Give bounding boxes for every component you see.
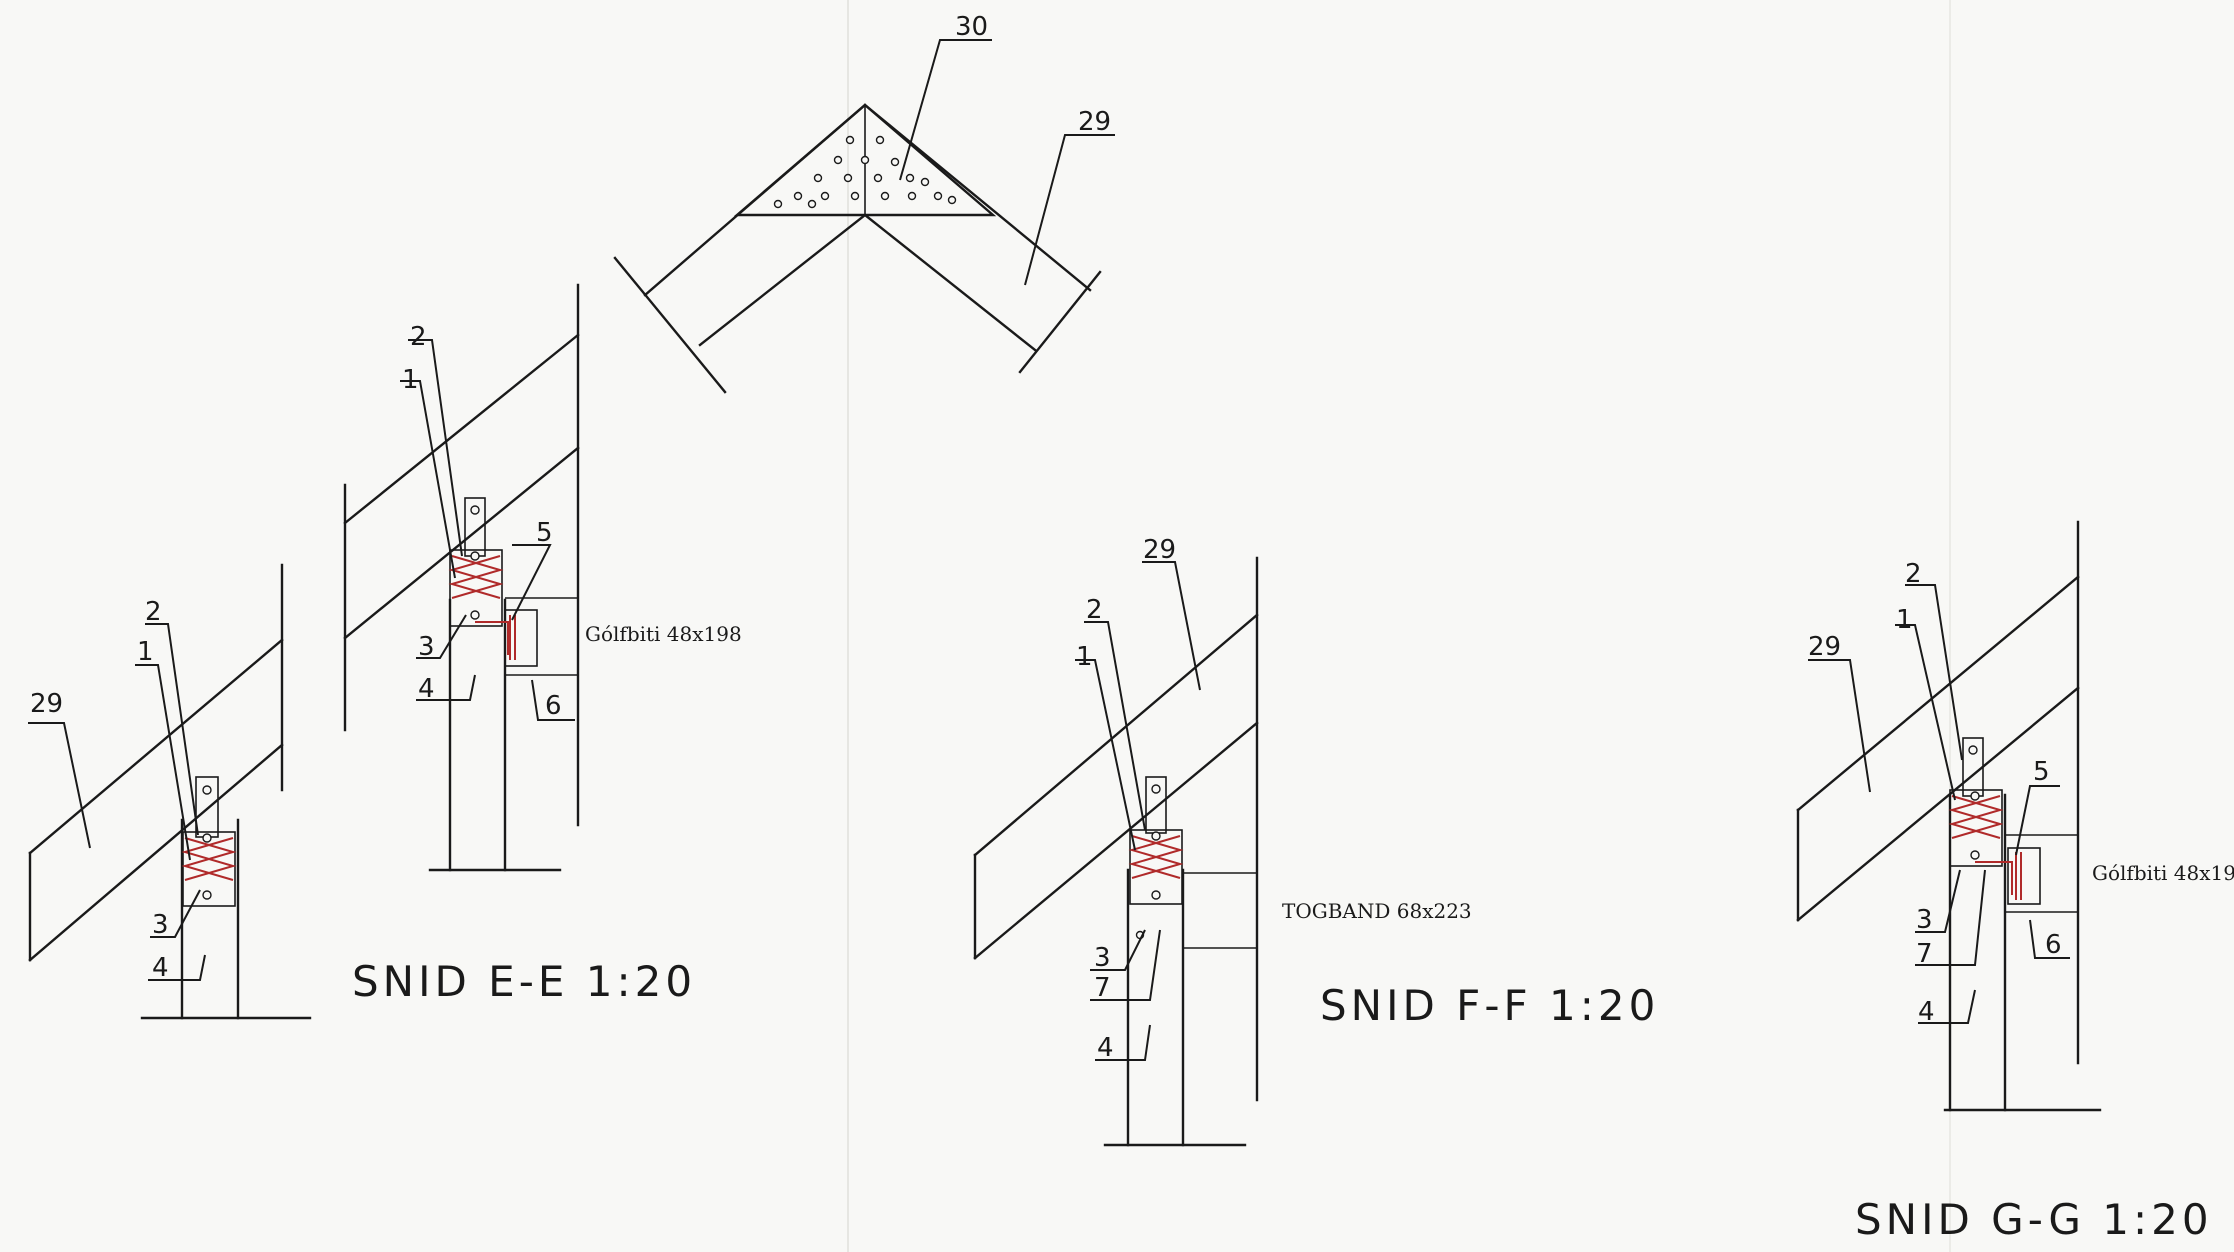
label-1-gg: 1: [1896, 605, 1913, 635]
note-golfbiti-gg: Gólfbiti 48x198: [2092, 861, 2234, 885]
label-4-ff: 4: [1097, 1033, 1114, 1063]
label-4-ee-upper: 4: [418, 674, 435, 704]
label-29-ee-lower: 29: [30, 689, 63, 719]
section-ee-upper-detail: [343, 283, 580, 872]
label-3-ee-lower: 3: [152, 910, 169, 940]
label-7-gg: 7: [1916, 939, 1933, 969]
section-ee-lower-detail: [28, 563, 312, 1020]
label-29-gg: 29: [1808, 632, 1841, 662]
label-2-ee-lower: 2: [145, 597, 162, 627]
title-section-gg: SNID G-G 1:20: [1855, 1195, 2213, 1244]
title-section-ff: SNID F-F 1:20: [1320, 981, 1659, 1030]
label-3-ff: 3: [1094, 943, 1111, 973]
label-1-ee-lower: 1: [137, 637, 154, 667]
label-29-ridge: 29: [1078, 107, 1111, 137]
label-3-ee-upper: 3: [418, 632, 435, 662]
label-3-gg: 3: [1916, 905, 1933, 935]
section-ff-detail: [973, 556, 1259, 1147]
title-section-ee: SNID E-E 1:20: [352, 957, 696, 1006]
label-5-ee: 5: [536, 518, 553, 548]
label-4-gg: 4: [1918, 997, 1935, 1027]
ridge-detail: [613, 39, 1115, 394]
label-7-ff: 7: [1094, 973, 1111, 1003]
label-2-gg: 2: [1905, 559, 1922, 589]
label-2-ff: 2: [1086, 595, 1103, 625]
label-30-ridge: 30: [955, 12, 988, 42]
label-5-gg: 5: [2033, 757, 2050, 787]
note-togband-ff: TOGBAND 68x223: [1282, 899, 1472, 923]
label-4-ee-lower: 4: [152, 953, 169, 983]
label-29-ff: 29: [1143, 535, 1176, 565]
section-gg-detail: [1796, 520, 2102, 1112]
note-golfbiti-ee: Gólfbiti 48x198: [585, 622, 742, 646]
label-6-gg: 6: [2045, 930, 2062, 960]
label-1-ff: 1: [1076, 642, 1093, 672]
label-6-ee: 6: [545, 691, 562, 721]
label-2-ee-upper: 2: [410, 322, 427, 352]
label-1-ee-upper: 1: [402, 365, 419, 395]
